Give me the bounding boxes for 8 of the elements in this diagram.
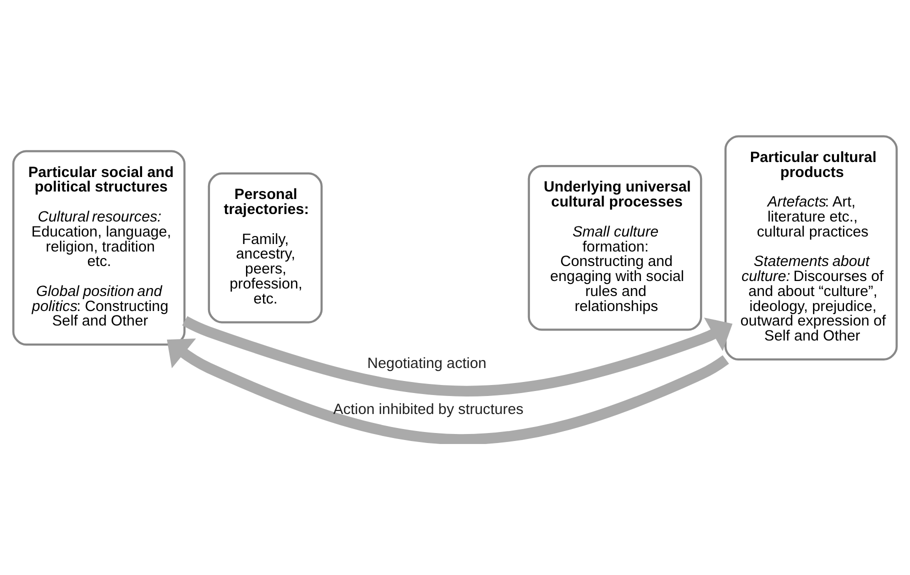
edge-label: Negotiating action [367, 356, 486, 372]
node-box: Particular social and political structures Cultural resources: Education, language, religion, tradition etc. Global position and politics: Constructing Self and Other [12, 150, 186, 346]
arrow [182, 316, 732, 396]
node-box: Personal trajectories: Family, ancestry, peers, profession, etc. [208, 172, 323, 323]
arrow [166, 338, 729, 444]
node-box: Particular cultural products Artefacts: Art, literature etc., cultural practices Statements about culture: Discourses of and about “culture”, ideology, prejudice, outward expression of Self and Other [724, 134, 898, 360]
edge-label: Action inhibited by structures [333, 401, 524, 418]
node-box: Underlying universal cultural processes Small culture formation: Constructing and engaging with social rules and relationships [528, 164, 702, 330]
